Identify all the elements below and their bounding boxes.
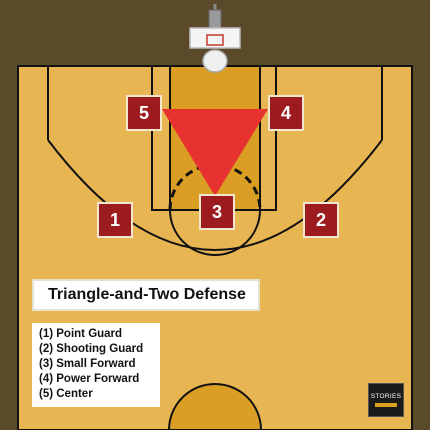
diagram-title: Triangle-and-Two Defense [32,279,260,311]
logo-text: STORIES [370,393,402,400]
legend-item: (4) Power Forward [39,373,140,385]
triangle-zone [162,109,268,196]
position-legend: (1) Point Guard (2) Shooting Guard (3) S… [32,323,160,407]
rim-net [202,49,228,73]
free-throw-circle-solid [169,209,261,256]
player-marker-2: 2 [303,202,339,238]
backboard [189,27,241,49]
legend-item: (5) Center [39,388,93,400]
player-marker-1: 1 [97,202,133,238]
backboard-square [206,34,224,46]
hoop-bracket [208,9,222,29]
player-marker-3: 3 [199,194,235,230]
three-point-arc [47,139,383,251]
player-marker-5: 5 [126,95,162,131]
legend-item: (3) Small Forward [39,358,136,370]
stories-logo: STORIES [368,383,404,417]
center-circle [167,383,263,430]
logo-bar [375,403,397,407]
legend-item: (2) Shooting Guard [39,343,144,355]
legend-item: (1) Point Guard [39,328,123,340]
player-marker-4: 4 [268,95,304,131]
